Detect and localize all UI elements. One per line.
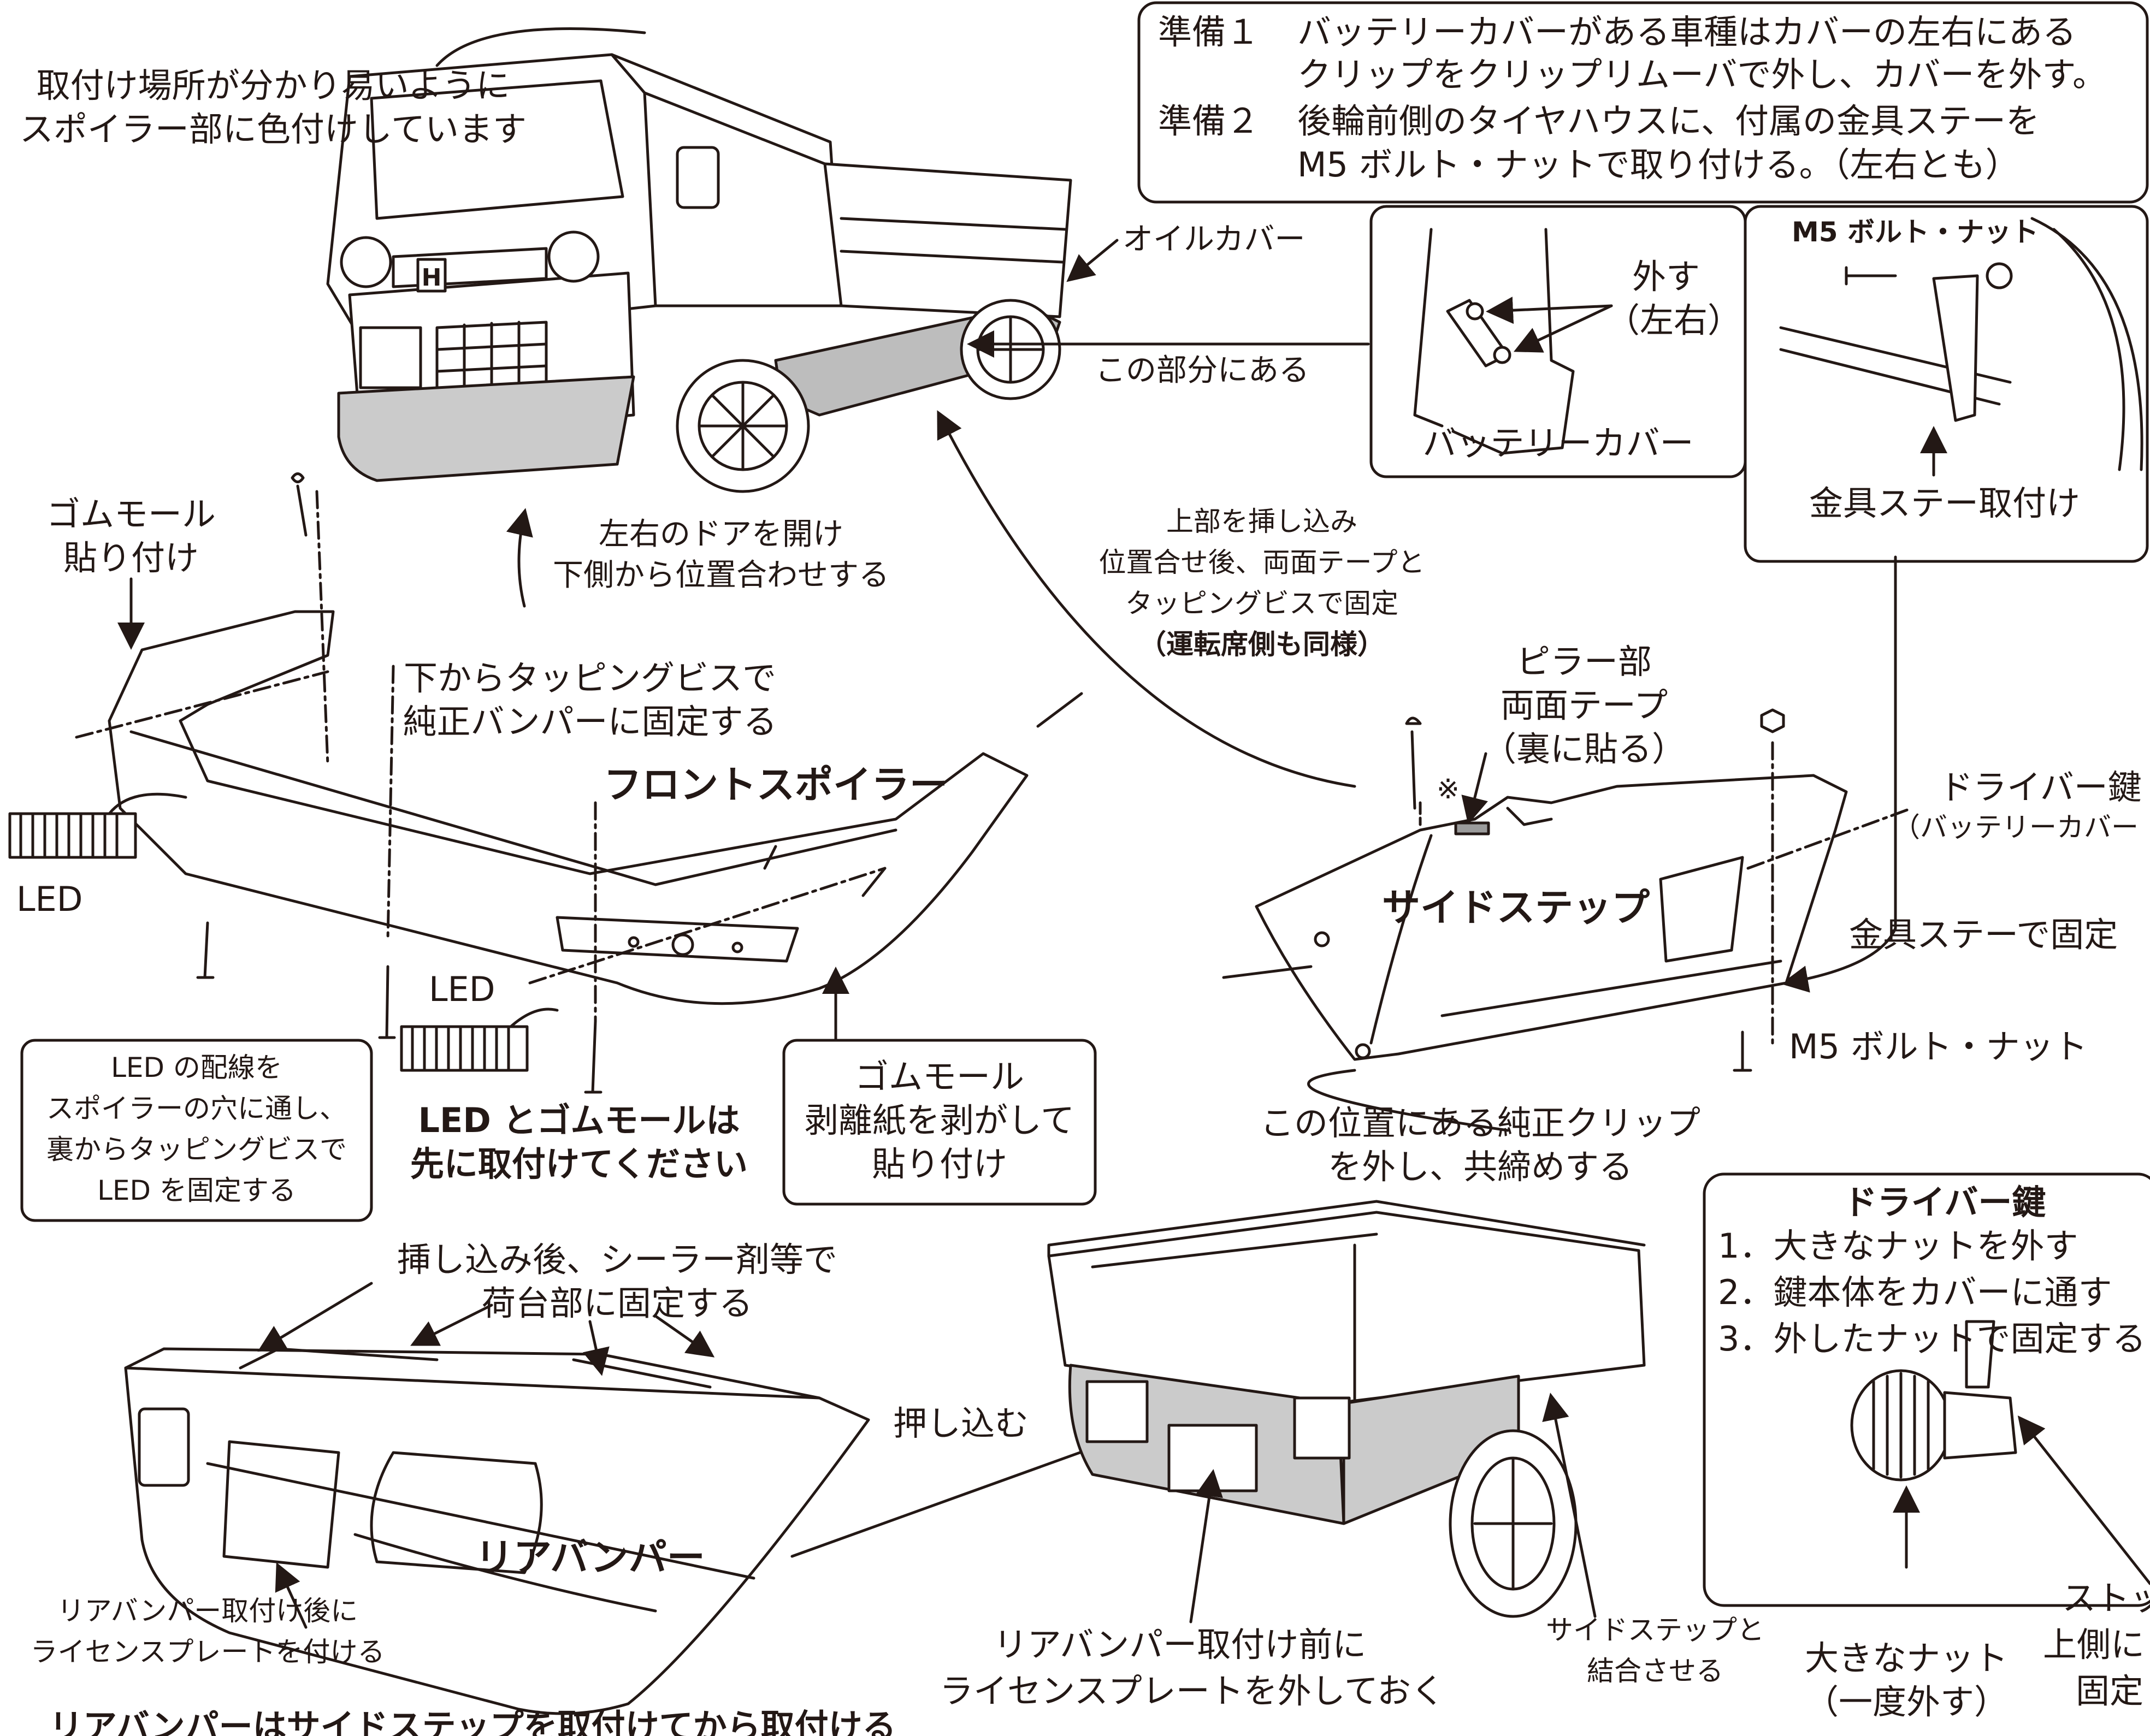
rear-truck-drawing	[1047, 1200, 1646, 1624]
push-in-label: 押し込む	[893, 1403, 1029, 1443]
side-bolt-nut-label: M5 ボルト・ナット	[1789, 1027, 2088, 1067]
pillar-line1: ピラー部	[1516, 642, 1652, 682]
key-step-3: 3．外したナットで固定する	[1718, 1319, 2146, 1359]
stopper-line3: 固定	[2076, 1671, 2144, 1711]
big-nut-line1: 大きなナット	[1804, 1638, 2008, 1678]
door-note-line1: 左右のドアを開け	[599, 517, 843, 552]
key-step-2: 2．鍵本体をカバーに通す	[1718, 1272, 2112, 1312]
color-note-line2: スポイラー部に色付けしています	[19, 109, 527, 149]
plate-after-line1: リアバンパー取付け後に	[57, 1595, 358, 1627]
rubber-mold-line2: 貼り付け	[63, 538, 199, 578]
plate-after-line2: ライセンスプレートを付ける	[30, 1636, 385, 1668]
join-note-line2: 結合させる	[1587, 1655, 1723, 1687]
led-label-2: LED	[429, 969, 495, 1009]
upper-insert-line2: 位置合せ後、両面テープと	[1098, 547, 1425, 578]
rear-bumper-drawing	[124, 1282, 1131, 1715]
oil-cover-label: オイルカバー	[1123, 222, 1306, 257]
plate-before-line1: リアバンパー取付け前に	[993, 1625, 1367, 1664]
remove-label-line1: 外す	[1632, 257, 1700, 297]
prep2-text-line2: M5 ボルト・ナットで取り付ける。（左右とも）	[1297, 145, 2019, 185]
prep1-label: 準備１	[1158, 12, 1260, 52]
upper-insert-line3: タッピングビスで固定	[1125, 588, 1398, 619]
rear-insert-line1: 挿し込み後、シーラー剤等で	[397, 1240, 837, 1279]
rear-bumper-title: リアバンパー	[475, 1535, 705, 1580]
clip-note-line1: この位置にある純正クリップ	[1260, 1103, 1700, 1143]
prep2-label: 準備２	[1158, 101, 1260, 141]
color-note-line1: 取付け場所が分かり易いように	[36, 66, 510, 105]
clip-note-line2: を外し、共締めする	[1327, 1147, 1633, 1187]
pillar-line2: 両面テープ	[1500, 685, 1668, 725]
join-note-line1: サイドステップと	[1546, 1614, 1764, 1646]
side-step-drawing	[937, 410, 1913, 1132]
battery-cover-title: バッテリーカバー	[1422, 423, 1694, 463]
door-note-line2: 下側から位置合わせする	[553, 558, 889, 593]
remove-label-line2: （左右）	[1606, 300, 1742, 340]
led-box-line3: 裏からタッピングビスで	[46, 1134, 347, 1165]
install-first-line1: LED とゴムモールは	[418, 1100, 740, 1140]
rubber-mold-line1: ゴムモール	[46, 494, 216, 534]
plate-before-line2: ライセンスプレートを外しておく	[940, 1671, 1445, 1711]
install-first-line2: 先に取付けてください	[410, 1144, 748, 1184]
rear-bottom-note: リアバンパーはサイドステップを取付けてから取付ける	[49, 1707, 896, 1736]
key-box-title: ドライバー鍵	[1843, 1182, 2046, 1222]
stay-fix-label: 金具ステーで固定	[1849, 915, 2118, 955]
mold-box-line1: ゴムモール	[854, 1057, 1024, 1097]
screw-note-line1: 下からタッピングビスで	[403, 658, 776, 698]
svg-text:H: H	[422, 264, 442, 292]
side-step-title: サイドステップ	[1382, 885, 1650, 930]
stopper-line1: ストッ	[2062, 1578, 2150, 1618]
stopper-line2: 上側に	[2043, 1625, 2145, 1664]
led-box-line4: LED を固定する	[97, 1175, 296, 1206]
upper-insert-line1: 上部を挿し込み	[1166, 506, 1357, 537]
pillar-line3: （裏に貼る）	[1482, 729, 1686, 769]
mold-box-line2: 剥離紙を剥がして	[804, 1100, 1075, 1140]
front-spoiler-drawing	[8, 472, 1083, 1094]
prep1-text-line1: バッテリーカバーがある車種はカバーの左右にある	[1297, 12, 2077, 52]
led-label-1: LED	[16, 879, 83, 919]
prep2-text-line1: 後輪前側のタイヤハウスに、付属の金具ステーを	[1297, 101, 2040, 141]
bracket-bolt-nut-label: M5 ボルト・ナット	[1792, 216, 2039, 248]
led-box-line1: LED の配線を	[111, 1052, 282, 1083]
mold-box-line3: 貼り付け	[871, 1144, 1007, 1184]
driver-key-label: ドライバー鍵	[1939, 767, 2142, 807]
prep1-text-line2: クリップをクリップリムーバで外し、カバーを外す。	[1297, 55, 2107, 94]
screw-note-line2: 純正バンパーに固定する	[403, 702, 777, 742]
mark-label: ※	[1437, 773, 1460, 805]
front-spoiler-title: フロントスポイラー	[604, 762, 948, 807]
upper-insert-line4: （運転席側も同様）	[1139, 629, 1385, 660]
rear-insert-line2: 荷台部に固定する	[481, 1283, 753, 1323]
bracket-install-label: 金具ステー取付け	[1809, 483, 2080, 523]
here-part-label: この部分にある	[1095, 353, 1309, 388]
big-nut-line2: （一度外す）	[1804, 1682, 2008, 1722]
key-step-1: 1．大きなナットを外す	[1718, 1226, 2078, 1266]
battery-cover-paren-label: （バッテリーカバー	[1893, 811, 2139, 843]
led-box-line2: スポイラーの穴に通し、	[46, 1093, 347, 1124]
